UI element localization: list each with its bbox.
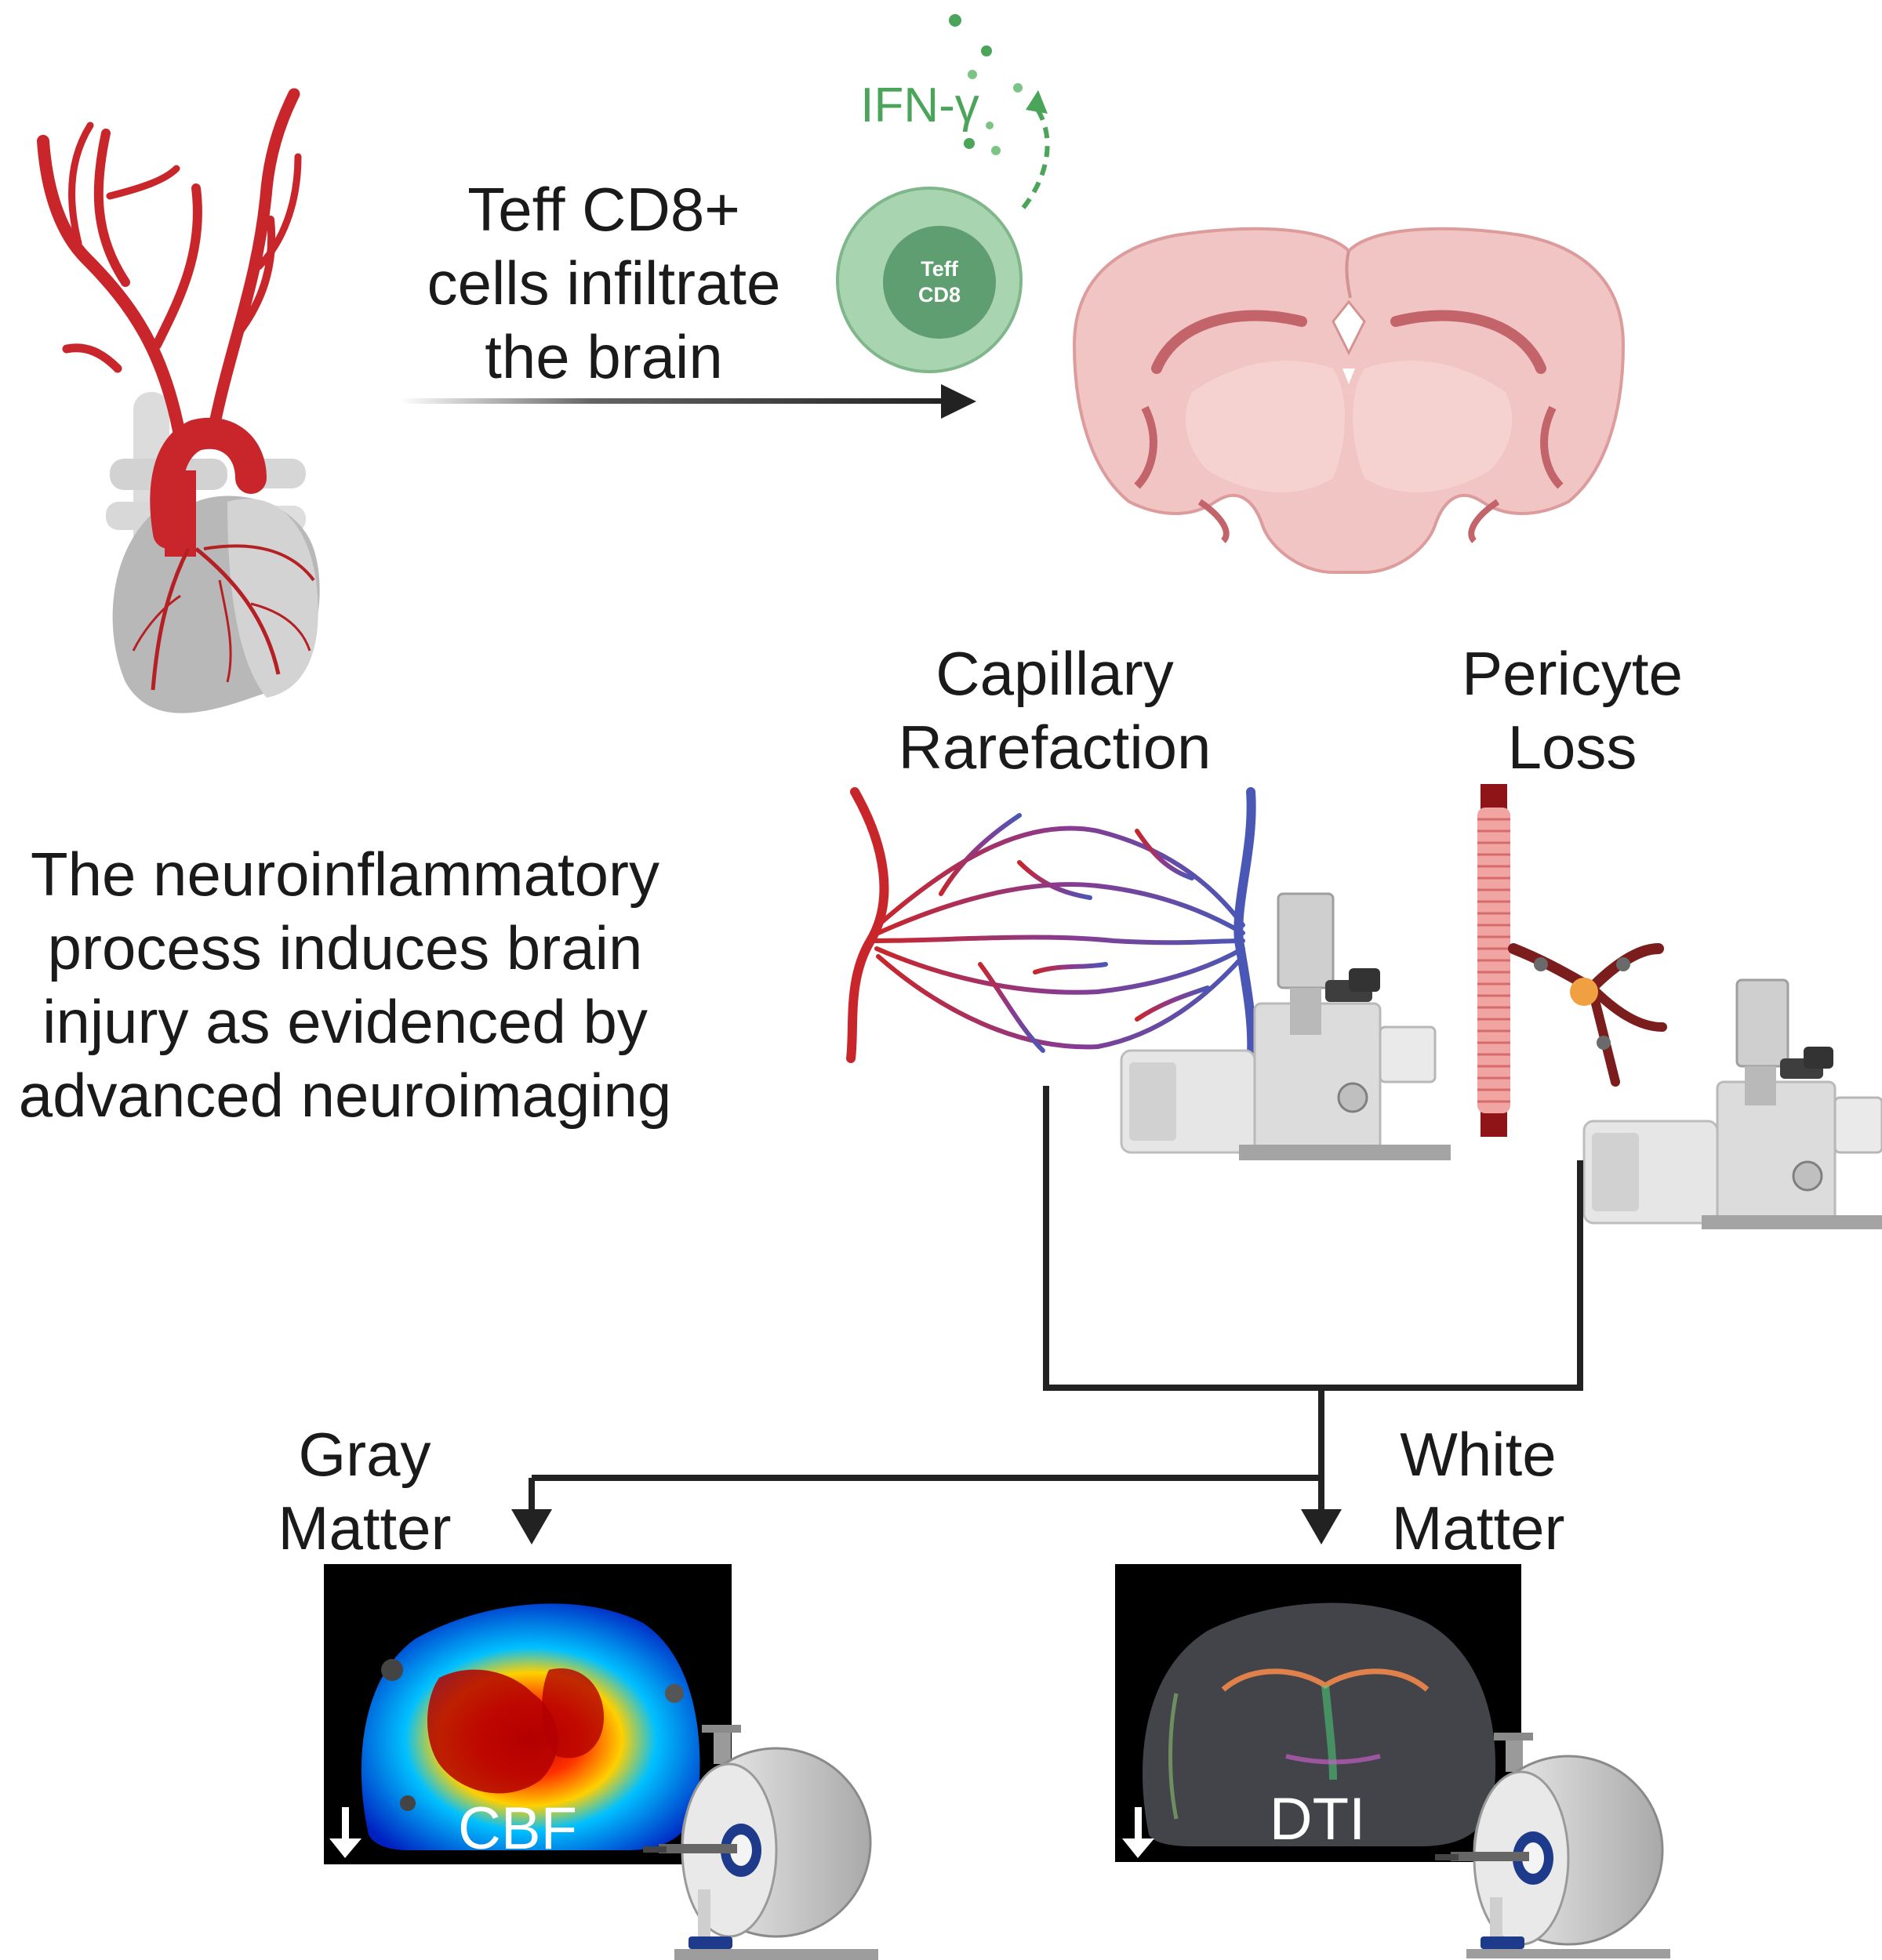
pericyte-vessel-icon <box>1477 784 1667 1137</box>
gray-matter-arrowhead <box>511 1509 552 1544</box>
dti-label: DTI <box>1269 1786 1366 1853</box>
gray-matter-label-line: Gray <box>298 1420 431 1489</box>
white-matter-label-line: White <box>1400 1420 1557 1489</box>
ifn-gamma-label: IFN-γ <box>860 78 979 132</box>
white-matter-label: White Matter <box>1361 1417 1596 1565</box>
neuroimaging-description: The neuroinflammatory process induces br… <box>0 837 690 1132</box>
gray-matter-label-line: Matter <box>278 1494 452 1563</box>
mri-scanner-icon <box>643 1725 878 1960</box>
description-line: process induces brain <box>47 913 643 982</box>
gray-matter-label: Gray Matter <box>235 1417 494 1565</box>
down-arrow-icon <box>1122 1807 1154 1858</box>
description-line: The neuroinflammatory <box>30 840 659 909</box>
description-line: injury as evidenced by <box>42 987 648 1056</box>
t-cell-icon <box>836 187 1023 373</box>
t-cell-label-line: Teff <box>921 257 958 281</box>
infiltration-label-line: Teff CD8+ <box>467 175 740 244</box>
infiltration-label-line: cells infiltrate <box>427 249 781 318</box>
t-cell-label-line: CD8 <box>917 283 961 307</box>
microscope-icon <box>1120 892 1451 1160</box>
ifn-gamma-secretion <box>949 14 1050 209</box>
dti-scan-image <box>1115 1564 1521 1862</box>
microscope-icon <box>1582 978 1882 1229</box>
cbf-label: CBF <box>458 1795 577 1862</box>
capillary-network-icon <box>846 787 1257 1071</box>
capillary-label-line: Capillary <box>936 639 1174 708</box>
down-arrow-icon <box>329 1807 362 1858</box>
infiltration-label-line: the brain <box>485 322 723 391</box>
t-cell-label: Teff CD8 <box>900 256 979 308</box>
brain-section-icon <box>1072 227 1626 574</box>
pericyte-label-line: Loss <box>1507 713 1637 782</box>
heart-icon <box>37 88 320 713</box>
pericyte-loss-label: Pericyte Loss <box>1427 637 1717 784</box>
cbf-scan-image <box>324 1564 732 1864</box>
infiltration-label: Teff CD8+ cells infiltrate the brain <box>361 172 847 394</box>
description-line: advanced neuroimaging <box>18 1061 672 1130</box>
capillary-rarefaction-label: Capillary Rarefaction <box>847 637 1263 784</box>
pericyte-label-line: Pericyte <box>1462 639 1683 708</box>
capillary-label-line: Rarefaction <box>898 713 1212 782</box>
connector-lines <box>529 1086 1583 1513</box>
white-matter-label-line: Matter <box>1391 1494 1565 1563</box>
infiltration-arrow <box>400 384 976 419</box>
mri-scanner-icon <box>1435 1733 1670 1958</box>
white-matter-arrowhead <box>1301 1509 1342 1544</box>
